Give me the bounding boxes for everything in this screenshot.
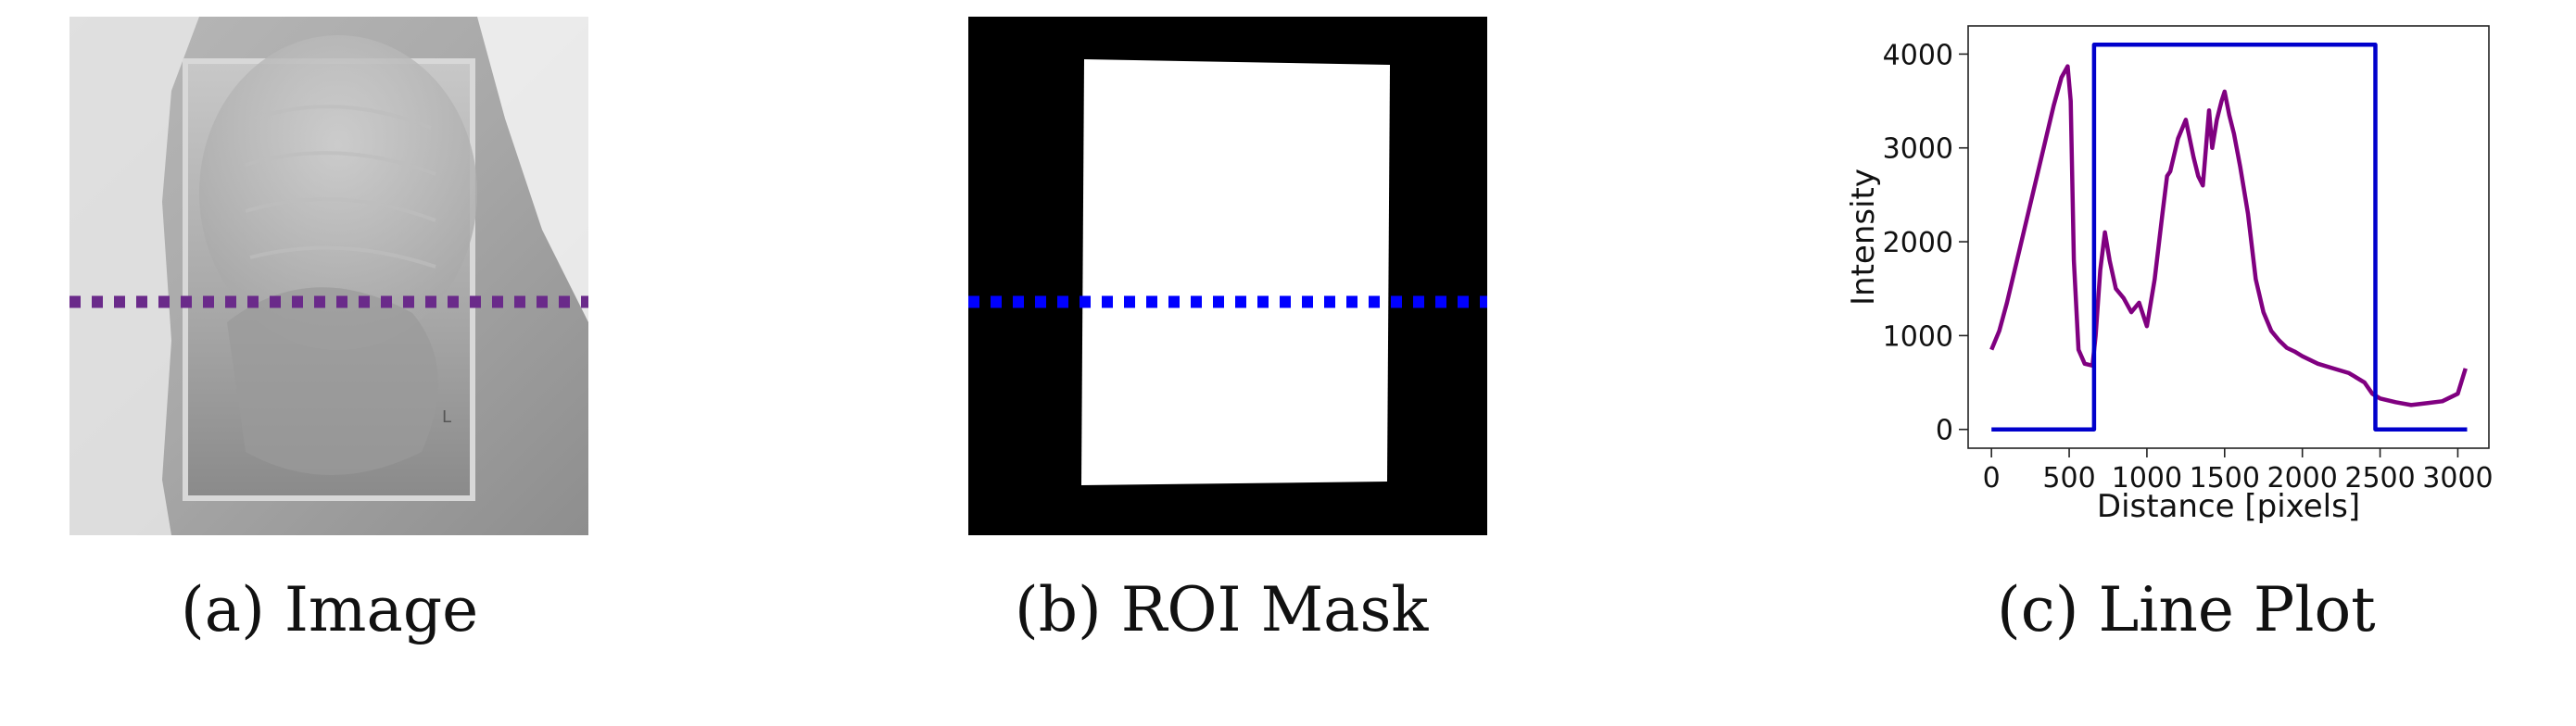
- y-tick-label: 0: [1936, 415, 1953, 447]
- bright-edge-left: [69, 17, 199, 535]
- caption-line-plot: (c) Line Plot: [1997, 574, 2376, 645]
- x-tick-label: 2000: [2267, 462, 2338, 494]
- x-tick-label: 1000: [2112, 462, 2182, 494]
- y-tick-label: 1000: [1883, 320, 1953, 353]
- caption-image: (a) Image: [181, 574, 479, 645]
- marker-letter: L: [442, 407, 451, 427]
- panel-roi-mask: [968, 17, 1487, 535]
- x-tick-label: 0: [1983, 462, 2001, 494]
- panel-image: L: [69, 17, 588, 535]
- intensity-series-line: [1989, 64, 2468, 407]
- series-layer: [1989, 43, 2468, 432]
- y-tick-label: 4000: [1883, 39, 1953, 71]
- bright-edge-right: [477, 17, 588, 322]
- x-tick-label: 500: [2042, 462, 2095, 494]
- x-axis-label: Distance [pixels]: [2097, 488, 2360, 525]
- heart-shadow: [227, 287, 438, 475]
- y-tick-label: 2000: [1883, 227, 1953, 259]
- x-tick-label: 1500: [2190, 462, 2260, 494]
- rib-lines: [245, 105, 436, 269]
- y-axis-label: Intensity: [1845, 169, 1882, 306]
- y-axis-ticks: 0 1000 2000 3000 4000: [1883, 39, 1968, 447]
- x-tick-label: 2500: [2344, 462, 2415, 494]
- mask-series-line: [1991, 43, 2468, 432]
- y-tick-label: 3000: [1883, 133, 1953, 166]
- x-tick-label: 3000: [2422, 462, 2493, 494]
- plot-frame: [1967, 25, 2490, 449]
- caption-roi-mask: (b) ROI Mask: [1015, 574, 1429, 645]
- roi-region: [1081, 59, 1390, 485]
